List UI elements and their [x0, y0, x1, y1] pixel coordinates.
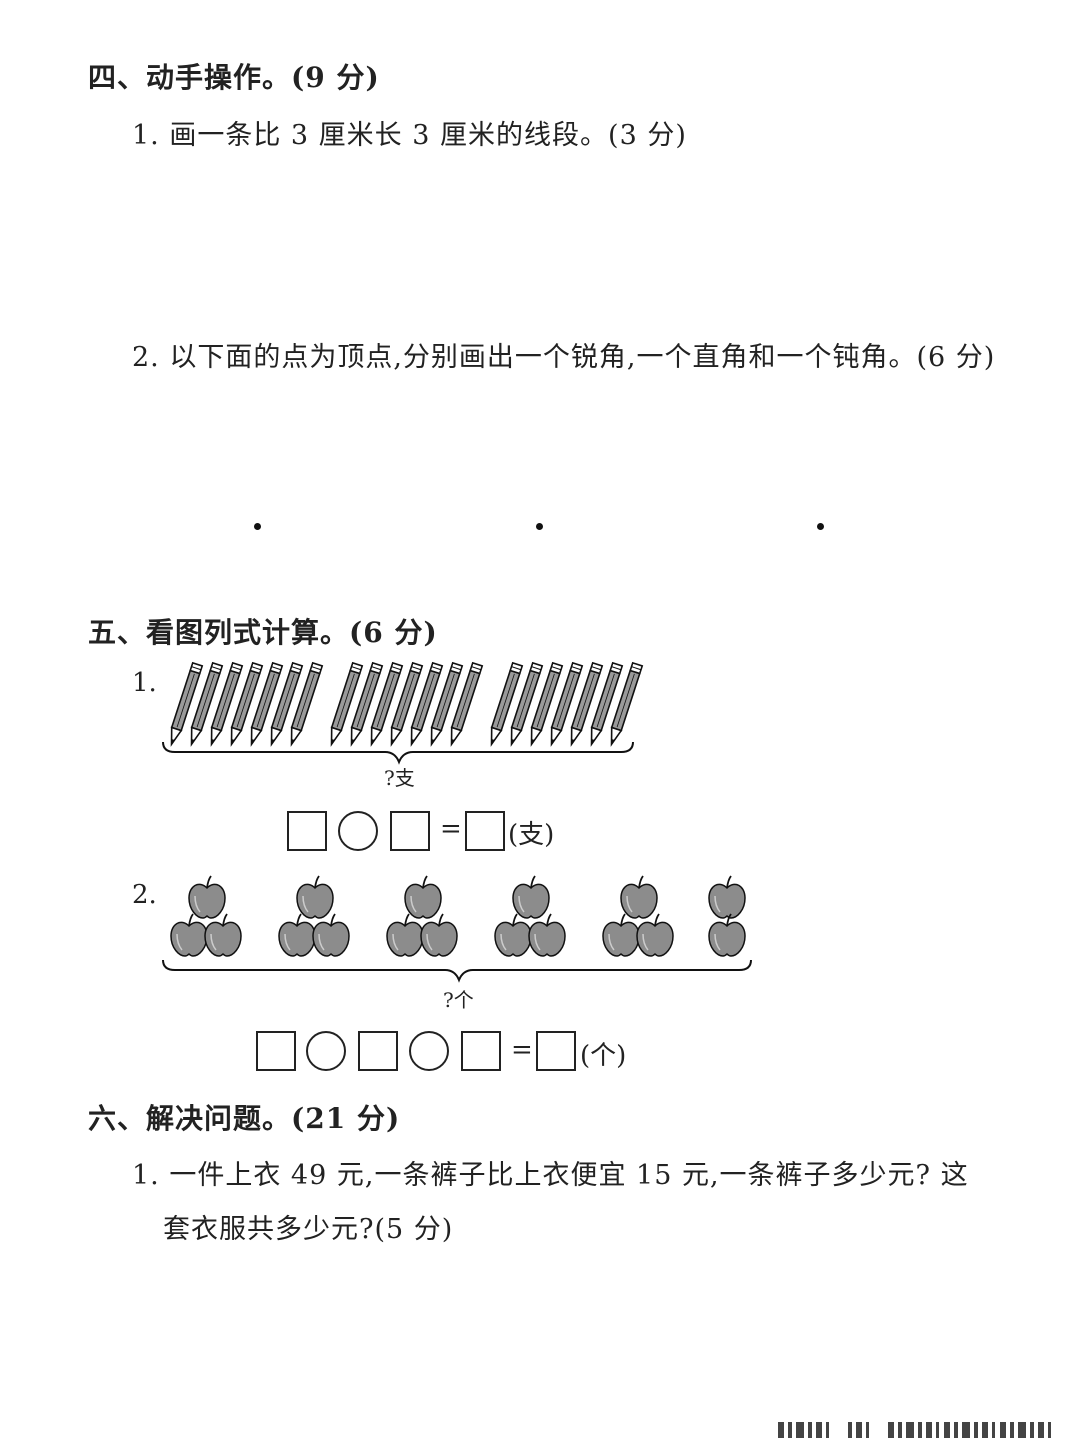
section-4-question-2: 2. 以下面的点为顶点,分别画出一个锐角,一个直角和一个钝角。(6 分) — [132, 342, 996, 373]
operator-circle[interactable] — [338, 811, 378, 851]
pencil-group-1 — [165, 662, 324, 747]
pencil-group-2 — [325, 662, 484, 747]
apple-icon — [494, 913, 532, 957]
section-4-title: 四、动手操作。(9 分) — [88, 61, 380, 94]
barcode-mark — [778, 1422, 1051, 1438]
apple-icon — [708, 875, 746, 919]
answer-box[interactable] — [465, 811, 505, 851]
apple-icon — [312, 913, 350, 957]
vertex-dot-1 — [254, 523, 261, 530]
apple-icon — [512, 875, 550, 919]
vertex-dot-3 — [817, 523, 824, 530]
apple-group-5 — [602, 875, 674, 957]
brace — [162, 959, 752, 983]
apple-icon — [602, 913, 640, 957]
equals-sign: = — [511, 1035, 533, 1065]
apple-figure — [162, 875, 752, 983]
apple-icon — [420, 913, 458, 957]
section-5-q2-number: 2. — [132, 880, 157, 910]
apple-icon — [386, 913, 424, 957]
section-6-question-1-line-1: 1. 一件上衣 49 元,一条裤子比上衣便宜 15 元,一条裤子多少元? 这 — [132, 1160, 969, 1191]
answer-box[interactable] — [461, 1031, 501, 1071]
unit-label: (个) — [580, 1041, 627, 1071]
apple-icon — [404, 875, 442, 919]
answer-box[interactable] — [358, 1031, 398, 1071]
apple-icon — [708, 913, 746, 957]
brace — [162, 741, 634, 765]
vertex-dot-2 — [536, 523, 543, 530]
answer-box[interactable] — [536, 1031, 576, 1071]
answer-box[interactable] — [287, 811, 327, 851]
apple-group-2 — [278, 875, 350, 957]
apple-group-4 — [494, 875, 566, 957]
apple-group-6 — [708, 875, 746, 957]
apple-icon — [170, 913, 208, 957]
operator-circle[interactable] — [306, 1031, 346, 1071]
apple-icon — [296, 875, 334, 919]
apple-icon — [188, 875, 226, 919]
section-5-q1-number: 1. — [132, 668, 157, 698]
section-5-title: 五、看图列式计算。(6 分) — [88, 616, 438, 649]
section-6-question-1-line-2: 套衣服共多少元?(5 分) — [163, 1214, 454, 1245]
apple-group-1 — [170, 875, 242, 957]
unit-label: (支) — [508, 820, 555, 850]
apple-icon — [620, 875, 658, 919]
apple-icon — [204, 913, 242, 957]
apple-group-3 — [386, 875, 458, 957]
apple-icon — [528, 913, 566, 957]
apple-icon — [636, 913, 674, 957]
apple-icon — [278, 913, 316, 957]
equals-sign: = — [440, 814, 462, 844]
operator-circle[interactable] — [409, 1031, 449, 1071]
answer-box[interactable] — [256, 1031, 296, 1071]
section-6-title: 六、解决问题。(21 分) — [88, 1102, 401, 1135]
answer-box[interactable] — [390, 811, 430, 851]
section-5-q1-brace-label: ?支 — [384, 766, 415, 790]
pencil-figure — [162, 662, 644, 765]
section-5-q2-brace-label: ?个 — [443, 988, 474, 1012]
section-4-question-1: 1. 画一条比 3 厘米长 3 厘米的线段。(3 分) — [132, 120, 687, 151]
pencil-group-3 — [485, 662, 644, 747]
